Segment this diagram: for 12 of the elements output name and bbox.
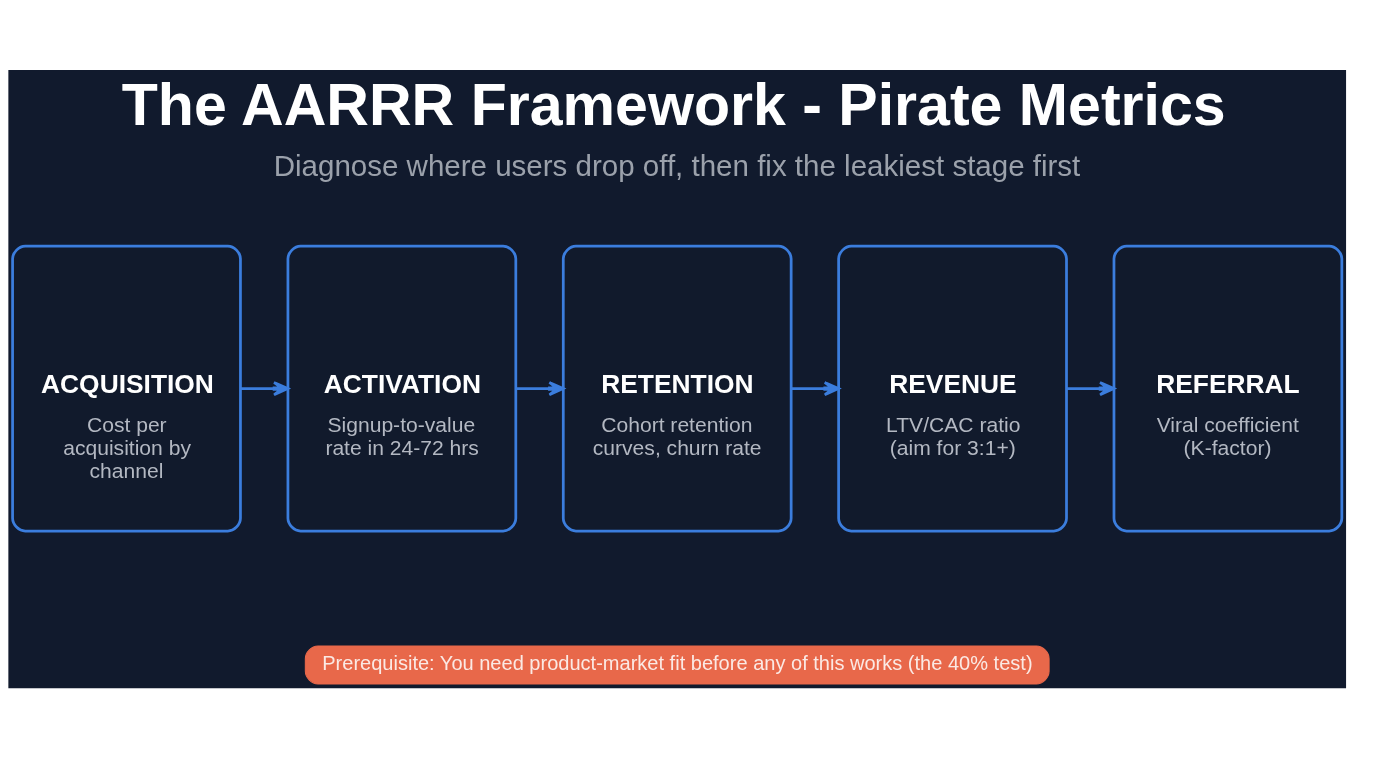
- node-box: RETENTION Cohort retention curves, churn rate: [561, 244, 793, 533]
- node-box: Prerequisite: You need product-market fit before any of this works (the 40% test): [304, 645, 1050, 685]
- arrow: [240, 381, 290, 397]
- label: Diagnose where users drop off, then fix the leakiest stage first: [273, 148, 1081, 182]
- arrow: [1066, 381, 1116, 397]
- arrow: [515, 381, 565, 397]
- diagram-title: The AARRR Framework - Pirate Metrics: [121, 71, 1226, 138]
- node-box: REVENUE LTV/CAC ratio (aim for 3:1+): [837, 244, 1068, 533]
- node-box: REFERRAL Viral coefficient (K-factor): [1112, 244, 1344, 533]
- node-box: ACQUISITION Cost per acquisition by channel: [11, 244, 242, 533]
- node-box: ACTIVATION Signup-to-value rate in 24-72 hrs: [286, 244, 518, 533]
- arrow: [791, 381, 840, 397]
